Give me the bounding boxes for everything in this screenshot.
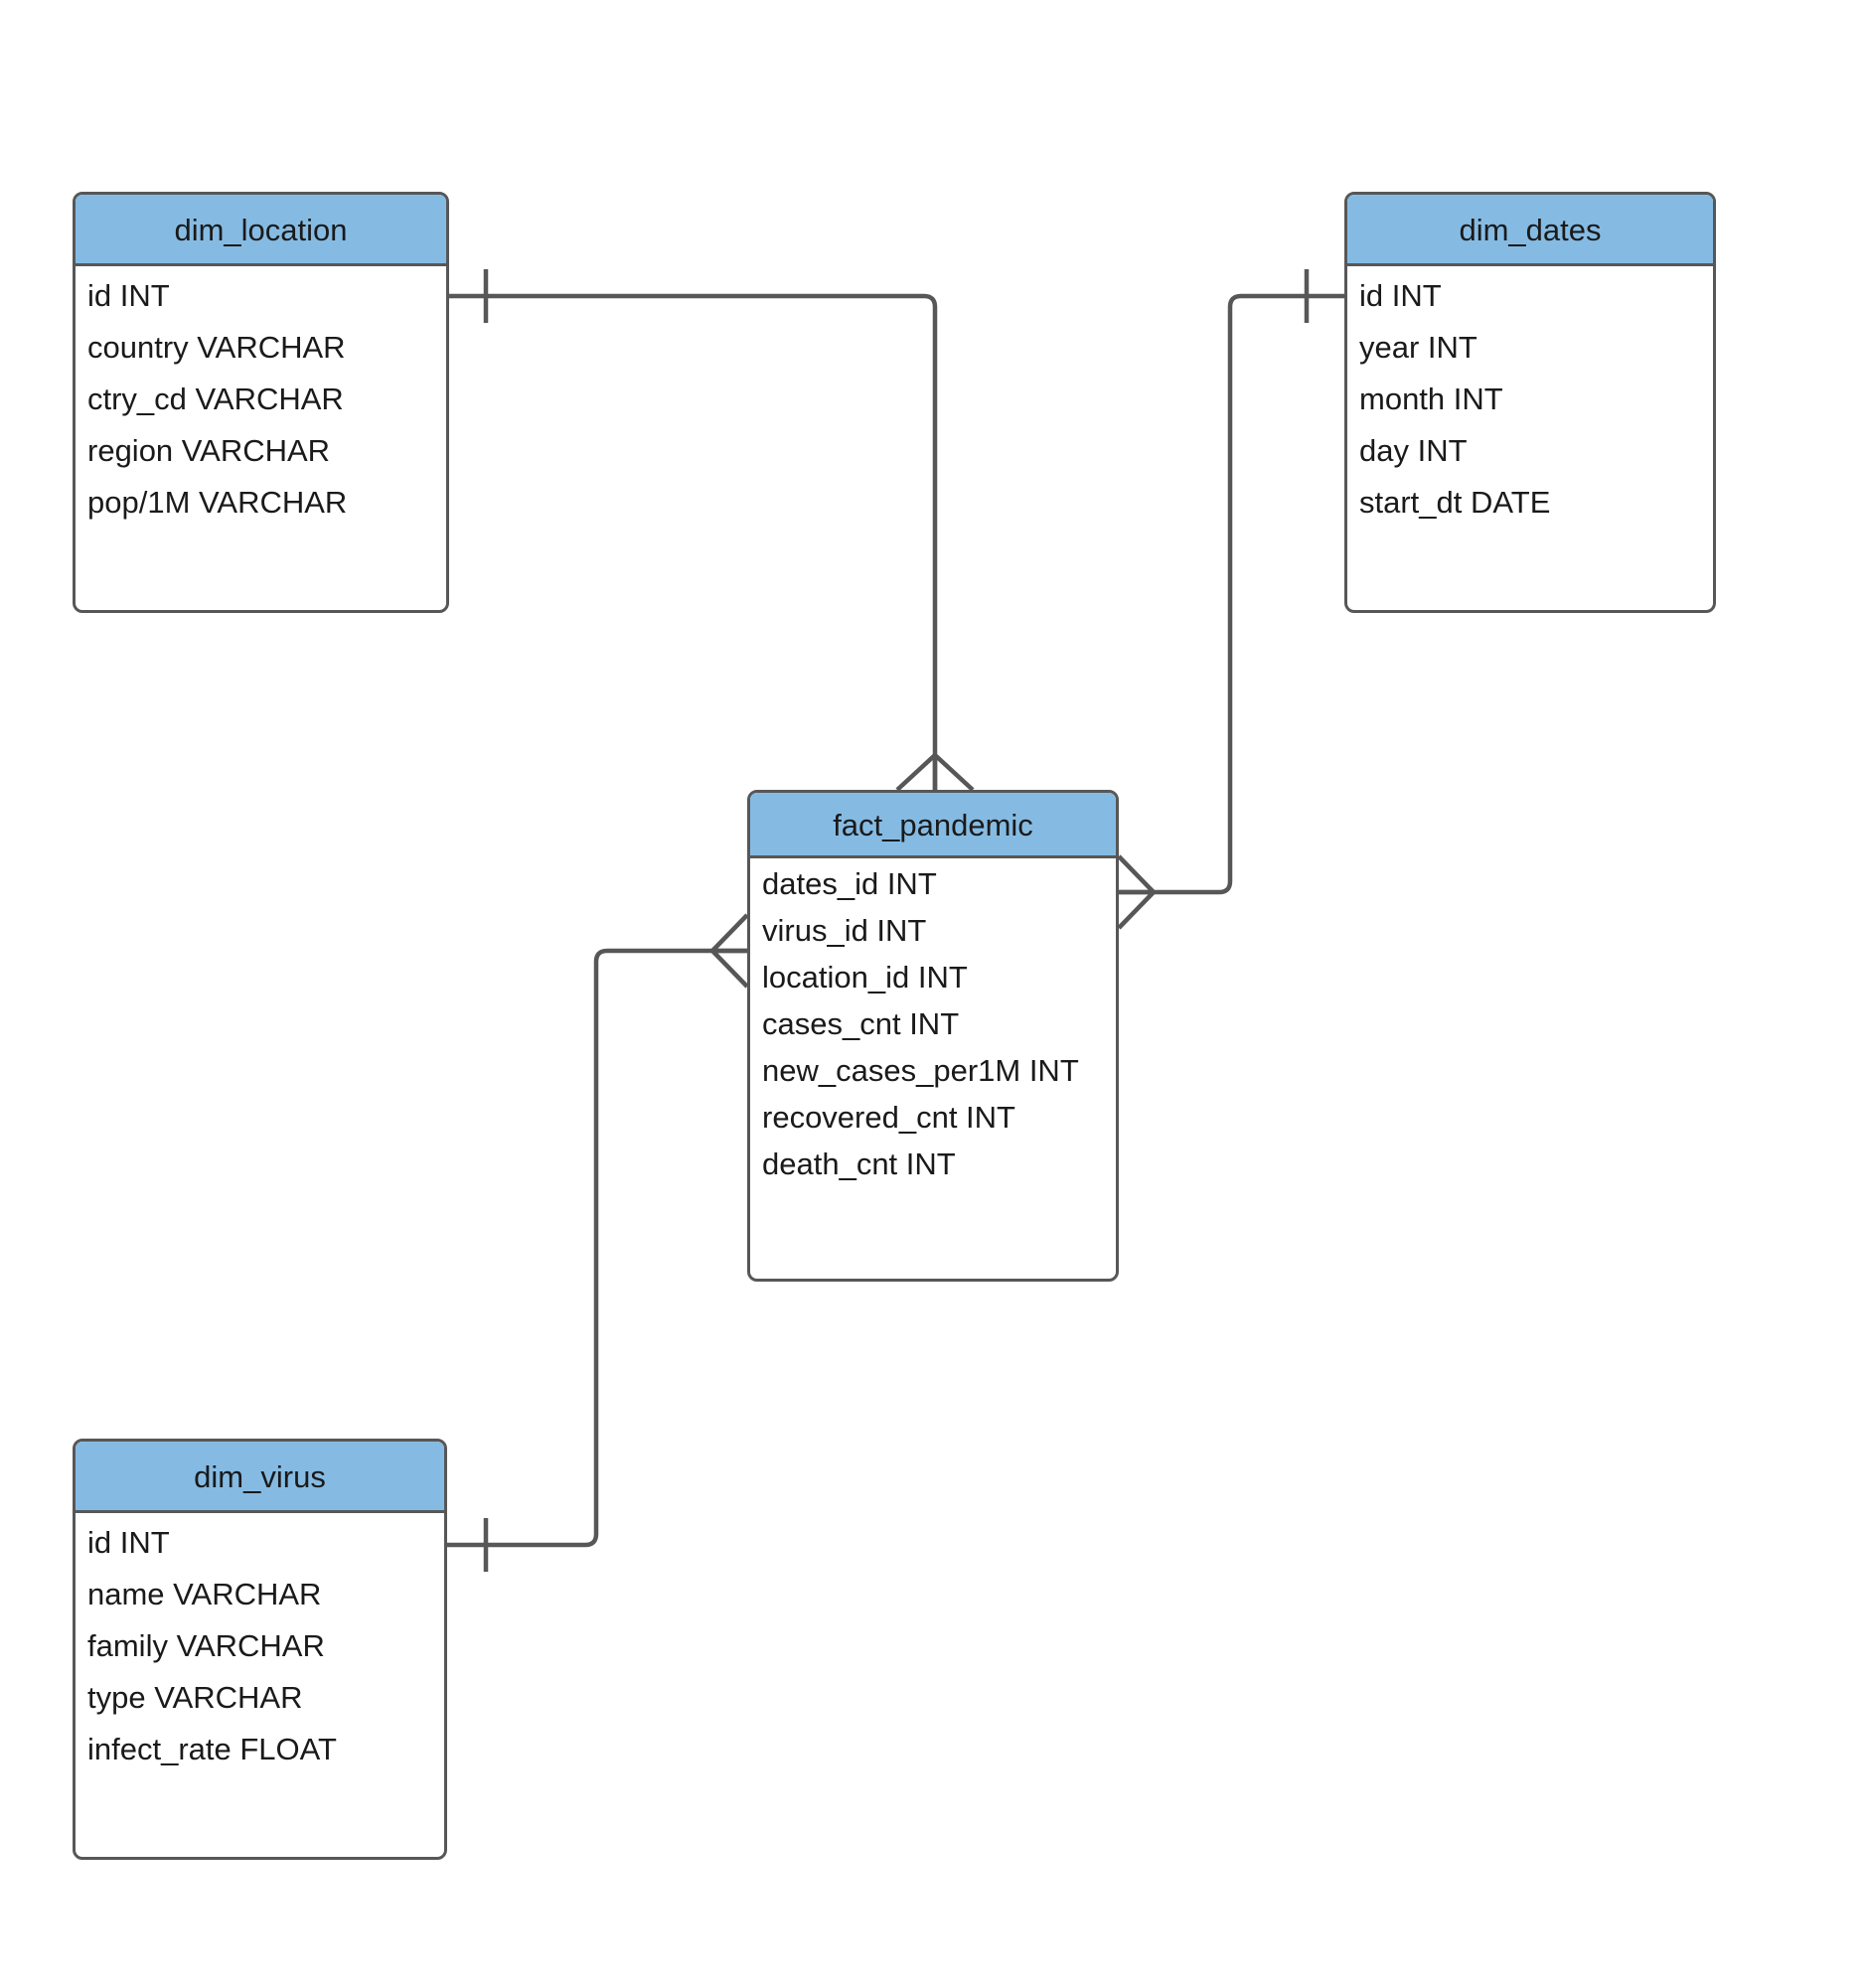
entity-attribute-list-dim-virus: id INT name VARCHAR family VARCHAR type … <box>76 1513 444 1781</box>
attribute-row: pop/1M VARCHAR <box>87 485 348 520</box>
crowfoot-many-marker-fact-right <box>1117 854 1156 930</box>
attribute-row: family VARCHAR <box>87 1628 325 1663</box>
attribute-row: type VARCHAR <box>87 1680 303 1715</box>
entity-attribute-list-dim-location: id INT country VARCHAR ctry_cd VARCHAR r… <box>76 266 446 535</box>
entity-attribute-list-dim-dates: id INT year INT month INT day INT start_… <box>1347 266 1713 535</box>
entity-title-dim-dates: dim_dates <box>1347 195 1713 266</box>
attribute-row: id INT <box>87 278 170 313</box>
relationship-location-to-fact <box>449 269 975 792</box>
attribute-row: id INT <box>87 1525 170 1560</box>
attribute-row: cases_cnt INT <box>762 1006 960 1041</box>
connector-line-location-fact <box>449 293 938 790</box>
attribute-row: year INT <box>1359 330 1477 365</box>
attribute-row: death_cnt INT <box>762 1147 956 1181</box>
relationship-virus-to-fact <box>447 913 749 1572</box>
attribute-row: region VARCHAR <box>87 433 331 468</box>
connector-line-virus-fact <box>447 948 747 1548</box>
relationship-dates-to-fact <box>1117 269 1344 930</box>
attribute-row: infect_rate FLOAT <box>87 1732 337 1766</box>
attribute-row: start_dt DATE <box>1359 485 1551 520</box>
attribute-row: new_cases_per1M INT <box>762 1053 1079 1088</box>
entity-title-fact-pandemic: fact_pandemic <box>750 793 1116 858</box>
crowfoot-many-marker-fact-top <box>895 753 975 792</box>
attribute-row: id INT <box>1359 278 1442 313</box>
entity-title-dim-virus: dim_virus <box>76 1442 444 1513</box>
attribute-row: dates_id INT <box>762 866 937 901</box>
entity-dim-dates[interactable]: dim_dates id INT year INT month INT day … <box>1344 192 1716 613</box>
entity-dim-location[interactable]: dim_location id INT country VARCHAR ctry… <box>73 192 449 613</box>
attribute-row: month INT <box>1359 382 1503 416</box>
attribute-row: virus_id INT <box>762 913 927 948</box>
entity-title-dim-location: dim_location <box>76 195 446 266</box>
attribute-row: location_id INT <box>762 960 968 994</box>
entity-attribute-list-fact-pandemic: dates_id INT virus_id INT location_id IN… <box>750 858 1116 1193</box>
connector-line-dates-fact <box>1119 293 1344 895</box>
attribute-row: ctry_cd VARCHAR <box>87 382 344 416</box>
attribute-row: recovered_cnt INT <box>762 1100 1015 1135</box>
entity-fact-pandemic[interactable]: fact_pandemic dates_id INT virus_id INT … <box>747 790 1119 1282</box>
crowfoot-many-marker-fact-left <box>710 913 749 989</box>
entity-dim-virus[interactable]: dim_virus id INT name VARCHAR family VAR… <box>73 1439 447 1860</box>
attribute-row: name VARCHAR <box>87 1577 322 1611</box>
attribute-row: country VARCHAR <box>87 330 346 365</box>
attribute-row: day INT <box>1359 433 1468 468</box>
